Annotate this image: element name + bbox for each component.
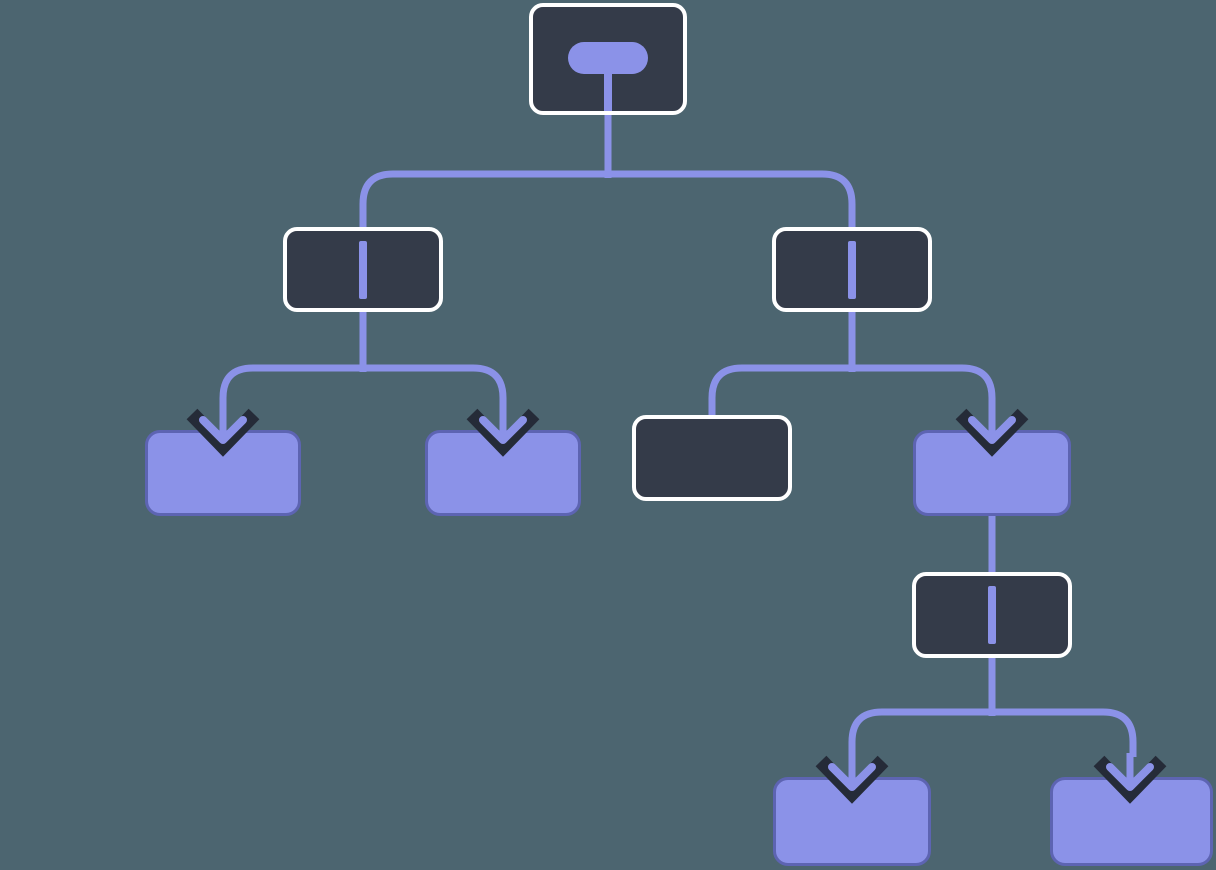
pill-stem-icon [604,71,612,111]
node-pass[interactable] [912,572,1072,658]
connector-root-to-branches [359,170,856,229]
node-plain-dark[interactable] [632,415,792,501]
node-branch-right[interactable] [772,227,932,312]
connector-branch-right-to-children [708,364,996,419]
vertical-bar-icon [988,586,996,644]
connector-pass-node-to-leaves [848,708,1137,757]
vertical-bar-icon [359,240,367,299]
chevron-down-arrow-icon [186,406,260,457]
chevron-down-arrow-icon [815,753,889,804]
connector-branch-left-to-leaves [219,364,507,410]
chevron-down-arrow-icon [1093,753,1167,804]
chevron-down-arrow-icon [466,406,540,457]
node-root[interactable] [529,3,687,115]
vertical-bar-icon [848,240,856,299]
node-branch-left[interactable] [283,227,443,312]
pill-icon [568,42,648,74]
chevron-down-arrow-icon [955,406,1029,457]
